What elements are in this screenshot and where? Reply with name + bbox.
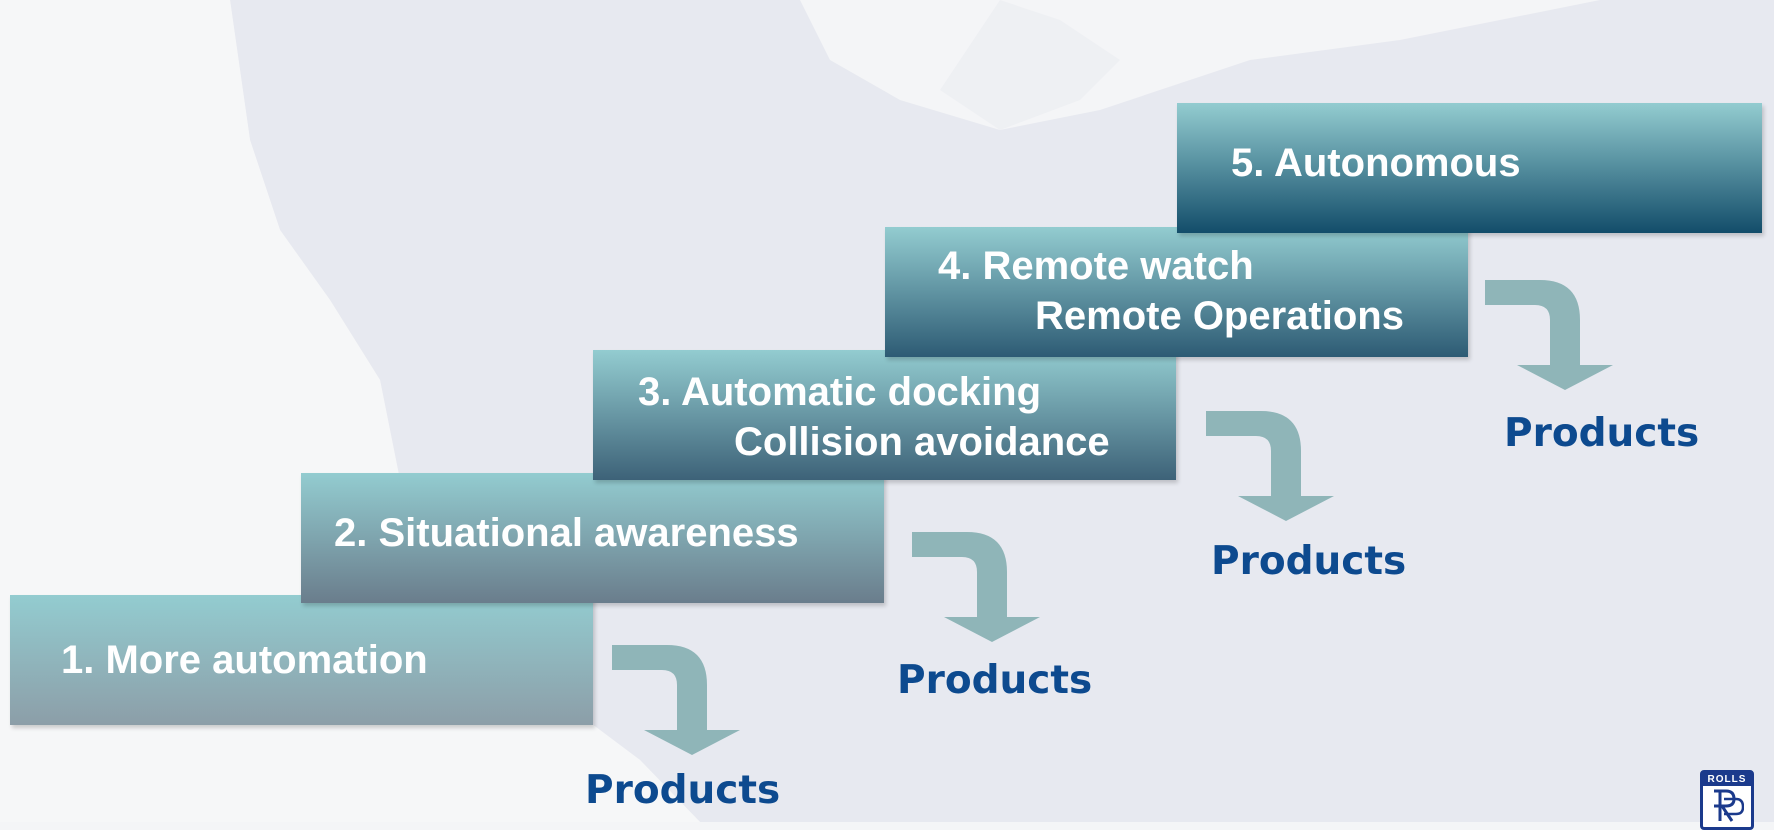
- step-3-automatic-docking: 3. Automatic docking Collision avoidance: [593, 350, 1176, 480]
- step-2-label: 2. Situational awareness: [334, 511, 799, 555]
- bent-arrow-icon-3: [1206, 411, 1334, 521]
- step-2-situational-awareness: 2. Situational awareness: [301, 473, 884, 603]
- products-label-3: Products: [1211, 539, 1407, 584]
- bent-arrow-icon-4: [1485, 280, 1613, 390]
- bent-arrow-icon-2: [912, 532, 1040, 642]
- step-4-label-line-1: 4. Remote watch: [938, 244, 1254, 288]
- rolls-royce-logo: ROLLS: [1700, 770, 1754, 830]
- bent-arrow-icon-1: [612, 645, 740, 755]
- step-3-label-line-1: 3. Automatic docking: [638, 370, 1042, 414]
- rr-monogram-icon: [1714, 789, 1744, 822]
- logo-text: ROLLS: [1703, 773, 1751, 786]
- step-1-label: 1. More automation: [61, 638, 428, 682]
- step-5-label: 5. Autonomous: [1231, 141, 1521, 185]
- step-4-label-line-2: Remote Operations: [1035, 294, 1404, 338]
- products-label-1: Products: [585, 768, 781, 813]
- step-3-label-line-2: Collision avoidance: [734, 420, 1110, 464]
- step-1-more-automation: 1. More automation: [10, 595, 593, 725]
- products-label-2: Products: [897, 658, 1093, 703]
- products-label-4: Products: [1504, 411, 1700, 456]
- step-5-autonomous: 5. Autonomous: [1177, 103, 1762, 233]
- step-4-remote-watch: 4. Remote watch Remote Operations: [885, 227, 1468, 357]
